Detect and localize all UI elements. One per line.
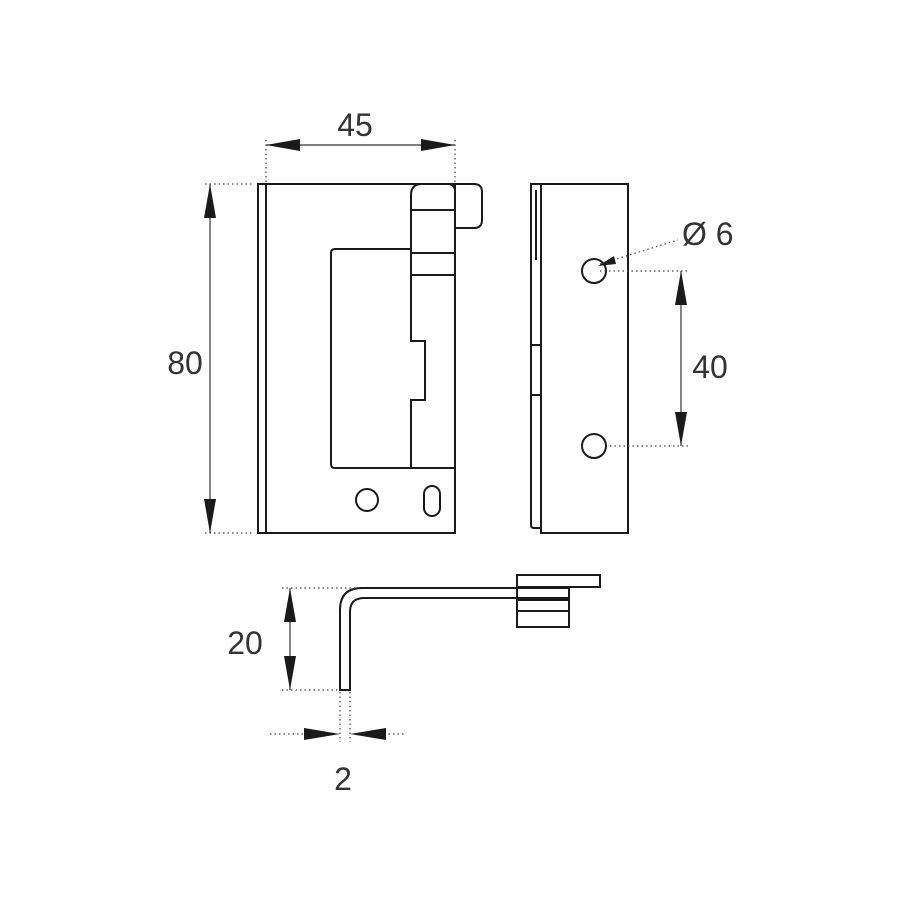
dimension-thickness: 2 [270,692,405,797]
mounting-hole [355,488,379,512]
side-body [540,183,629,534]
dimension-width: 45 [265,107,456,182]
hinge-knuckle [410,183,456,469]
dimension-hole-spacing: 40 [600,270,728,447]
thickness-label: 2 [334,761,352,797]
side-hole-bottom [581,433,607,459]
side-view [530,183,629,534]
hole-spacing-label: 40 [692,349,728,385]
arrow-head-icon [350,728,386,740]
front-view [257,183,483,534]
side-hole-top [581,258,607,284]
arrow-head-icon [304,728,340,740]
hinge-block [516,599,570,628]
arrow-head-icon [284,588,296,622]
arrow-head-icon [284,656,296,690]
arrow-head-icon [421,139,455,151]
dimension-hole-diameter: Ø 6 [598,216,734,266]
hinge-tab [454,183,483,229]
recess-outline [330,248,411,469]
width-label: 45 [337,107,373,143]
height-label: 80 [167,345,203,381]
dimension-height: 80 [167,183,252,534]
depth-label: 20 [227,625,263,661]
hole-diameter-label: Ø 6 [682,216,734,252]
top-flange [516,574,601,588]
plan-view [339,574,601,691]
arrow-head-icon [266,139,300,151]
arrow-head-icon [204,499,216,533]
front-plate-outline [257,183,456,534]
dimension-depth: 20 [227,587,355,691]
arrow-head-icon [204,184,216,218]
side-plate [530,183,541,529]
arrow-head-icon [675,412,687,446]
arrow-head-icon [675,271,687,305]
bent-plate [339,587,570,691]
mounting-slot [423,485,441,517]
arrow-head-icon [598,256,616,266]
